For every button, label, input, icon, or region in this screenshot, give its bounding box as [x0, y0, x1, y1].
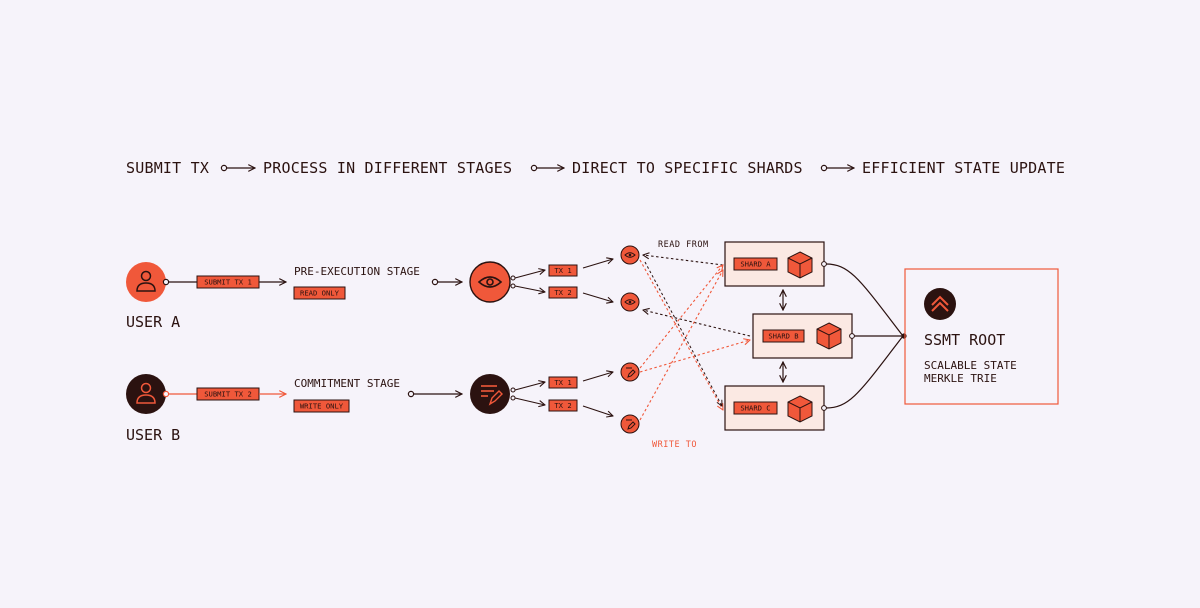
header-step-process: PROCESS IN DIFFERENT STAGES — [263, 159, 512, 177]
user-a-avatar-icon — [126, 262, 166, 302]
cube-icon — [787, 251, 813, 279]
commitment-stage: COMMITMENT STAGE WRITE ONLY TX 1 TX 2 — [293, 372, 613, 416]
read-route-line — [644, 261, 722, 406]
read-from-note: READ FROM — [658, 240, 709, 250]
read-only-tag: READ ONLY — [293, 286, 346, 300]
header-step-direct: DIRECT TO SPECIFIC SHARDS — [572, 159, 803, 177]
submit-tx-2-tag: SUBMIT TX 2 — [196, 387, 260, 401]
write-only-tag: WRITE ONLY — [293, 399, 350, 413]
shard-a: SHARD A — [724, 241, 827, 287]
tx-2-tag: TX 2 — [548, 399, 578, 412]
ssmt-root-subtitle-line2: MERKLE TRIE — [924, 372, 997, 385]
user-b-row: SUBMIT TX 2 USER B — [126, 374, 286, 444]
submit-tx-2-label: SUBMIT TX 2 — [204, 390, 252, 399]
cube-icon — [816, 322, 842, 350]
user-b-label: USER B — [126, 426, 180, 444]
tx-2-label: TX 2 — [554, 401, 571, 410]
user-a-label: USER A — [126, 313, 180, 331]
ssmt-root-title: SSMT ROOT — [924, 331, 1005, 349]
eye-icon — [469, 261, 511, 303]
header-arrow-icon — [820, 165, 854, 170]
pre-execution-stage-label: PRE-EXECUTION STAGE — [294, 265, 420, 278]
header-flow: SUBMIT TX PROCESS IN DIFFERENT STAGES DI… — [126, 159, 1065, 177]
header-step-submit-tx: SUBMIT TX — [126, 159, 209, 177]
small-eye-icon — [620, 292, 640, 312]
cube-icon — [787, 395, 813, 423]
small-eye-icon — [620, 245, 640, 265]
tx-2-label: TX 2 — [554, 288, 571, 297]
pre-execution-stage: PRE-EXECUTION STAGE READ ONLY TX 1 TX 2 — [293, 259, 613, 303]
tx-1-label: TX 1 — [554, 378, 571, 387]
shard-a-label: SHARD A — [740, 260, 771, 269]
header-arrow-icon — [530, 165, 564, 170]
shard-c: SHARD C — [724, 385, 827, 431]
header-step-efficient: EFFICIENT STATE UPDATE — [862, 159, 1065, 177]
write-to-note: WRITE TO — [652, 440, 697, 450]
tx-2-tag: TX 2 — [548, 286, 578, 299]
small-edit-icon — [620, 414, 640, 434]
ssmt-root-subtitle-line1: SCALABLE STATE — [924, 359, 1017, 372]
header-arrow-icon — [220, 165, 255, 170]
shard-b-label: SHARD B — [768, 332, 798, 341]
user-a-row: SUBMIT TX 1 USER A — [126, 262, 286, 331]
tx-1-tag: TX 1 — [548, 376, 578, 389]
read-only-label: READ ONLY — [300, 289, 340, 298]
tx-1-tag: TX 1 — [548, 264, 578, 277]
small-edit-icon — [620, 362, 640, 382]
root-connectors — [825, 263, 907, 409]
user-b-avatar-icon — [126, 374, 166, 414]
shard-c-label: SHARD C — [740, 404, 770, 413]
submit-tx-1-tag: SUBMIT TX 1 — [196, 275, 260, 289]
ssmt-root-box: SSMT ROOT SCALABLE STATE MERKLE TRIE — [904, 268, 1059, 405]
ssmt-logo-icon — [924, 288, 956, 320]
edit-document-icon — [470, 374, 510, 414]
submit-tx-1-label: SUBMIT TX 1 — [204, 278, 252, 287]
tx-1-label: TX 1 — [554, 266, 571, 275]
read-routes — [643, 255, 751, 337]
commitment-stage-label: COMMITMENT STAGE — [294, 377, 400, 390]
write-only-label: WRITE ONLY — [300, 402, 344, 411]
shard-b: SHARD B — [752, 313, 855, 359]
